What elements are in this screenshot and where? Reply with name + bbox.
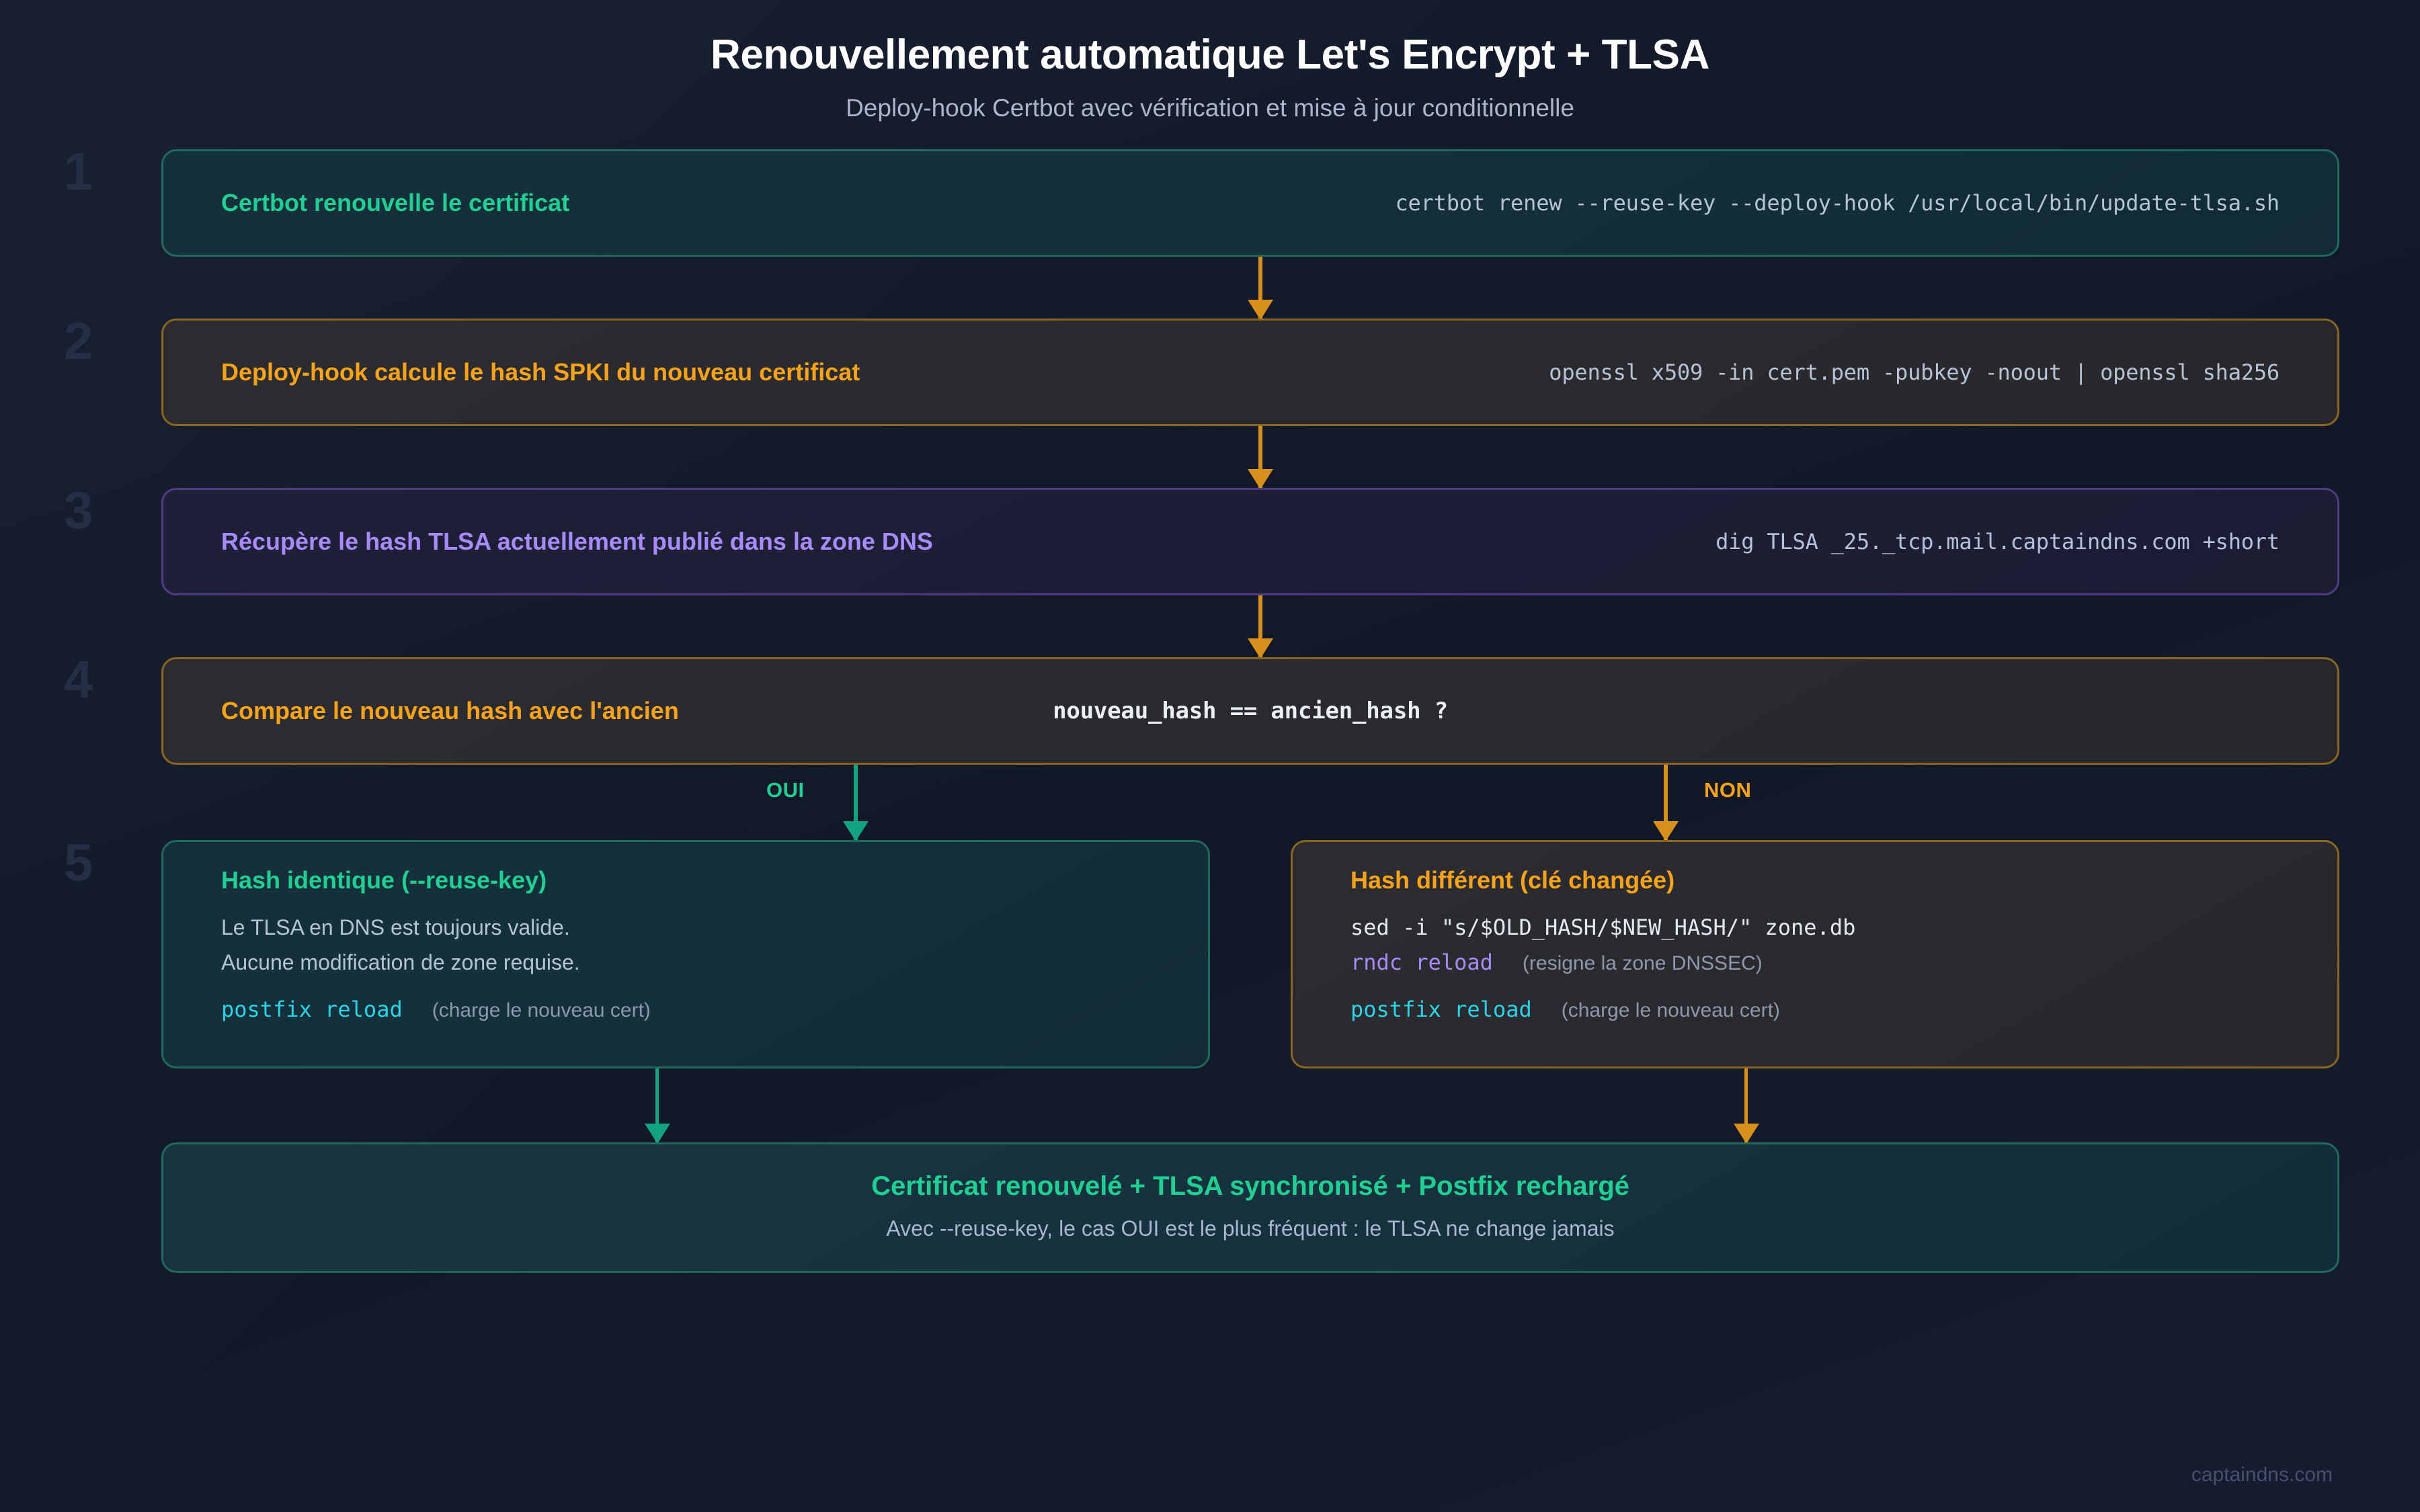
arrow-down-merge-yes-icon [655,1068,659,1143]
page-title: Renouvellement automatique Let's Encrypt… [711,32,1709,78]
command-postfix-reload: postfix reload [221,996,403,1022]
flow-final: Certificat renouvelé + TLSA synchronisé … [161,1142,2339,1273]
command-sed-replace-hash: sed -i "s/$OLD_HASH/$NEW_HASH/" zone.db [1350,915,1856,941]
step-title: Certbot renouvelle le certificat [221,189,570,217]
flow-diagram: 1 Certbot renouvelle le certificat certb… [0,145,2420,1273]
final-result-card[interactable]: Certificat renouvelé + TLSA synchronisé … [161,1142,2339,1273]
flow-step-1: 1 Certbot renouvelle le certificat certb… [64,145,2339,257]
page-subtitle: Deploy-hook Certbot avec vérification et… [846,94,1574,122]
step-number-3: 3 [64,480,93,540]
arrow-down-icon [1258,426,1262,489]
step-command: openssl x509 -in cert.pem -pubkey -noout… [1549,360,2280,386]
flow-step-5: 5 Hash identique (--reuse-key) Le TLSA e… [64,836,2339,1069]
branch-title: Hash différent (clé changée) [1350,866,1675,894]
flow-step-2: 2 Deploy-hook calcule le hash SPKI du no… [64,314,2339,427]
flow-step-4: 4 Compare le nouveau hash avec l'ancien … [64,653,2339,765]
branch-card-hash-different[interactable]: Hash différent (clé changée) sed -i "s/$… [1291,840,2339,1069]
final-title: Certificat renouvelé + TLSA synchronisé … [871,1171,1629,1202]
flow-step-3: 3 Récupère le hash TLSA actuellement pub… [64,484,2339,596]
command-note: (resigne la zone DNSSEC) [1522,952,1763,975]
step-number-2: 2 [64,311,93,371]
branch-column-yes: Hash identique (--reuse-key) Le TLSA en … [161,840,1210,1069]
branch-column-no: Hash différent (clé changée) sed -i "s/$… [1291,840,2339,1069]
step-card-certbot-renew[interactable]: Certbot renouvelle le certificat certbot… [161,149,2339,257]
watermark: captaindns.com [2191,1464,2333,1486]
branch-connectors: OUI NON [161,765,2339,841]
branch-command-row: postfix reload (charge le nouveau cert) [221,993,1150,1027]
decision-expression: nouveau_hash == ancien_hash ? [1053,698,1448,725]
branch-command-row: rndc reload (resigne la zone DNSSEC) [1350,946,2280,980]
step-command: dig TLSA _25._tcp.mail.captaindns.com +s… [1716,529,2280,555]
command-rndc-reload: rndc reload [1350,950,1493,976]
branch-line-2: Aucune modification de zone requise. [221,950,580,975]
spacer [221,980,1150,993]
connector-3-to-4 [161,595,2339,658]
arrow-down-yes-icon [854,765,858,841]
branch-title: Hash identique (--reuse-key) [221,866,547,894]
command-postfix-reload: postfix reload [1350,996,1532,1022]
step-card-compute-spki-hash[interactable]: Deploy-hook calcule le hash SPKI du nouv… [161,319,2339,427]
arrow-down-icon [1258,257,1262,319]
arrow-down-no-icon [1664,765,1668,841]
branch-label-yes: OUI [766,778,805,802]
step-number-5: 5 [64,833,93,892]
step-command: certbot renew --reuse-key --deploy-hook … [1395,190,2280,216]
spacer [1350,980,2280,993]
branch-card-hash-identical[interactable]: Hash identique (--reuse-key) Le TLSA en … [161,840,1210,1069]
command-note: (charge le nouveau cert) [432,999,651,1021]
page-header: Renouvellement automatique Let's Encrypt… [0,0,2420,122]
connector-1-to-2 [161,257,2339,319]
final-subtitle: Avec --reuse-key, le cas OUI est le plus… [886,1216,1615,1241]
connector-2-to-3 [161,426,2339,489]
step-card-compare-hashes[interactable]: Compare le nouveau hash avec l'ancien no… [161,657,2339,765]
merge-connectors [161,1068,2339,1143]
arrow-down-merge-no-icon [1744,1068,1748,1143]
branch-command-row: postfix reload (charge le nouveau cert) [1350,993,2280,1027]
step-number-4: 4 [64,650,93,710]
command-note: (charge le nouveau cert) [1561,999,1780,1021]
step-number-1: 1 [64,142,93,202]
step-title: Deploy-hook calcule le hash SPKI du nouv… [221,358,860,386]
step-card-fetch-published-tlsa[interactable]: Récupère le hash TLSA actuellement publi… [161,488,2339,596]
arrow-down-icon [1258,595,1262,658]
branch-line-1: Le TLSA en DNS est toujours valide. [221,915,570,940]
step-title: Compare le nouveau hash avec l'ancien [221,697,679,725]
step-title: Récupère le hash TLSA actuellement publi… [221,528,933,556]
branch-label-no: NON [1704,778,1752,802]
